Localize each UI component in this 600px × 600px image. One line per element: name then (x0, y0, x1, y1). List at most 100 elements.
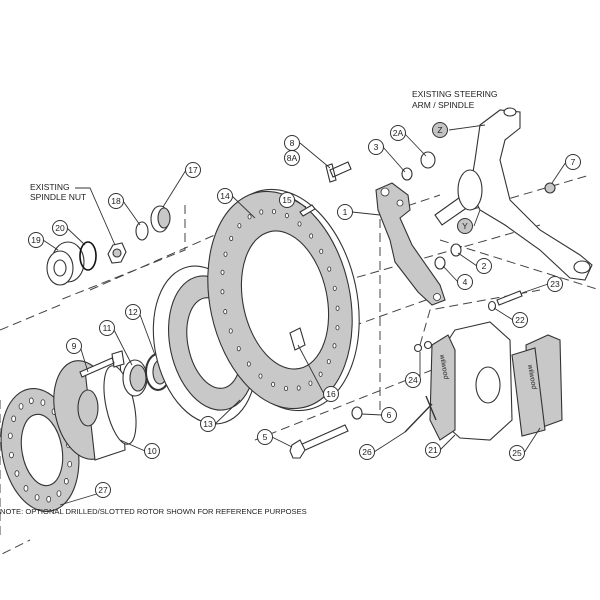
callout-number: 21 (428, 445, 438, 455)
caliper-brand-lettering: wilwood (438, 354, 449, 381)
rotor-drill-hole (236, 346, 241, 352)
callout-17: 17 (185, 162, 201, 178)
countersunk-bolt (325, 161, 352, 183)
callout-circle (323, 386, 339, 402)
callout-2: 2 (476, 258, 492, 274)
callout-circle (405, 372, 421, 388)
steering-arm-label-2: ARM / SPINDLE (412, 100, 475, 110)
callout-circle (457, 218, 473, 234)
callout-9: 9 (66, 338, 82, 354)
callout-circle (217, 188, 233, 204)
callout-number: 9 (72, 341, 77, 351)
pad-brand-lettering: wilwood (526, 364, 537, 391)
bracket-bolt (299, 424, 349, 452)
rotor-drill-hole (246, 361, 251, 367)
callout-circle (425, 442, 441, 458)
callout-19: 19 (28, 232, 44, 248)
callout-14: 14 (217, 188, 233, 204)
callout-number: 3 (374, 142, 379, 152)
washer-4 (434, 256, 446, 270)
ring-hole (23, 485, 29, 492)
rotor-drill-hole (223, 251, 228, 257)
spacer-2a (420, 151, 436, 169)
rotor-drill-hole (319, 248, 324, 254)
callout-number: 17 (188, 165, 198, 175)
rotor-drill-hole (258, 373, 263, 379)
callout-27: 27 (95, 482, 111, 498)
rotor-drill-hole (297, 221, 302, 227)
washer-22 (487, 300, 497, 312)
callout-26: 26 (359, 444, 375, 460)
hub (53, 359, 137, 461)
callout-circle (476, 258, 492, 274)
outer-bearing (150, 205, 171, 233)
callout-number: Z (437, 125, 442, 135)
callout-circle (368, 139, 384, 155)
ring-hole (18, 403, 24, 410)
spindle-nut-label: EXISTING (30, 182, 70, 192)
callout-number: 25 (512, 448, 522, 458)
caliper-bracket (375, 182, 446, 306)
callout-number: 19 (31, 235, 41, 245)
o-ring (79, 241, 97, 271)
callout-number: 20 (55, 223, 65, 233)
callout-number: 2 (482, 261, 487, 271)
rotor-drill-hole (284, 385, 288, 392)
rotor-drill-hole (271, 381, 276, 387)
callout-number: 22 (515, 315, 525, 325)
ring-hole (14, 470, 20, 477)
callout-number: 26 (362, 447, 372, 457)
leader-lines (42, 124, 567, 506)
rotor-drill-hole (284, 213, 289, 219)
wheel-stud (79, 350, 125, 378)
callout-number: 11 (103, 323, 112, 333)
washer-6 (351, 406, 363, 420)
ring-hole (56, 490, 62, 497)
callout-8a: 8A (284, 150, 300, 166)
ring-hole (28, 397, 34, 404)
caliper (429, 321, 513, 441)
rotor-drill-hole (220, 289, 225, 295)
callout-circle (381, 407, 397, 423)
rotor-drill-hole (229, 235, 234, 242)
callout-16: 16 (323, 386, 339, 402)
callout-number: 1 (343, 207, 348, 217)
callout-25: 25 (509, 445, 525, 461)
callout-20: 20 (52, 220, 68, 236)
callout-y: Y (457, 218, 473, 234)
callout-circle (432, 122, 448, 138)
steering-arm-label: EXISTING STEERING (412, 89, 498, 99)
callout-8: 8 (284, 135, 300, 151)
rotor-drill-hole (308, 380, 313, 386)
ring-hole (11, 415, 17, 422)
callout-circle (337, 204, 353, 220)
callout-number: 10 (147, 446, 157, 456)
callout-circle (66, 338, 82, 354)
callout-number: 13 (203, 419, 213, 429)
brake-pads (511, 334, 563, 437)
callout-circle (257, 429, 273, 445)
ring-hole (7, 432, 13, 440)
callout-circle (185, 162, 201, 178)
rotor-drill-hole (223, 309, 228, 315)
callout-5: 5 (257, 429, 273, 445)
callout-number: 24 (408, 375, 418, 385)
callout-z: Z (432, 122, 448, 138)
rotor-drill-hole (309, 233, 314, 239)
callout-15: 15 (279, 192, 295, 208)
callout-11: 11 (99, 320, 115, 336)
rotor-drill-hole (335, 305, 340, 311)
callout-circle (144, 443, 160, 459)
ring-hole (46, 496, 52, 503)
callout-number: 23 (550, 279, 560, 289)
callout-circle (125, 304, 141, 320)
dust-cap (46, 241, 85, 286)
callout-24: 24 (405, 372, 421, 388)
callout-3: 3 (368, 139, 384, 155)
callout-number: 8 (290, 138, 295, 148)
callout-number: 14 (220, 191, 230, 201)
callout-21: 21 (425, 442, 441, 458)
ring-hole (34, 494, 40, 501)
reference-note: NOTE: OPTIONAL DRILLED/SLOTTED ROTOR SHO… (0, 507, 307, 516)
ring-hole (40, 399, 46, 406)
